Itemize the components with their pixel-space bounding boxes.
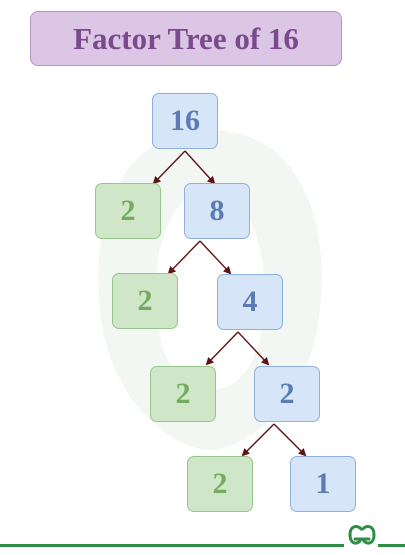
- edge-16-to-8: [184, 150, 216, 185]
- node-2-level3: 2: [150, 366, 216, 422]
- footer-divider-right: [378, 544, 405, 547]
- node-2-composite: 2: [254, 366, 320, 422]
- edge-2-to-2: [241, 423, 275, 457]
- edge-8-to-4: [199, 240, 232, 275]
- node-2-level4: 2: [187, 456, 253, 512]
- edge-4-to-2-right: [237, 331, 270, 366]
- node-2-level2: 2: [112, 273, 178, 329]
- edge-2-to-1: [273, 423, 307, 457]
- node-1: 1: [290, 456, 356, 512]
- node-2-level1: 2: [95, 183, 161, 239]
- edge-8-to-2: [167, 240, 201, 275]
- node-4: 4: [217, 274, 283, 330]
- node-8: 8: [184, 183, 250, 239]
- edge-4-to-2-left: [205, 331, 239, 366]
- gfg-logo-icon: [348, 525, 376, 545]
- node-16: 16: [152, 93, 218, 149]
- diagram-title: Factor Tree of 16: [30, 11, 342, 66]
- footer-divider-left: [0, 544, 344, 547]
- edge-16-to-2: [152, 150, 186, 185]
